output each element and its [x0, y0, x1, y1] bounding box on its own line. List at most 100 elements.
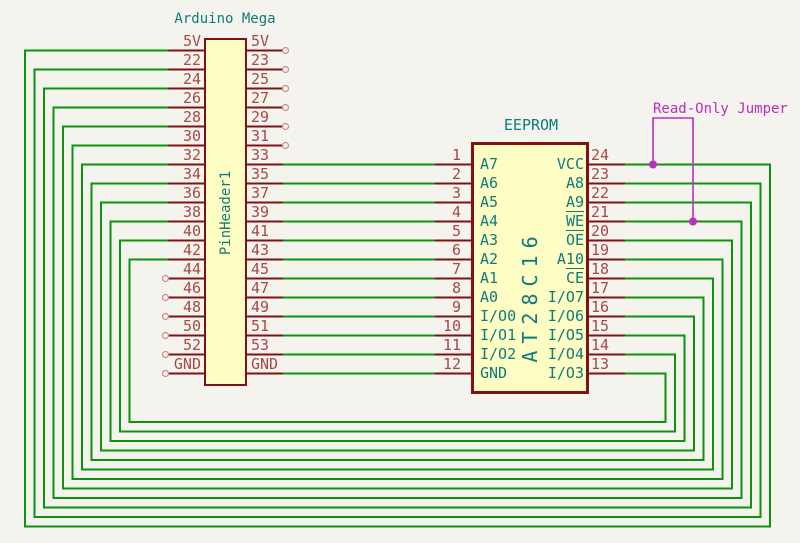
eeprom-pin-number: 15 [591, 316, 610, 335]
wrap-wire [100, 201, 695, 452]
eeprom-pin-number: 6 [451, 240, 461, 259]
arduino-pin-label: 26 [182, 88, 201, 107]
arduino-pin-label: 45 [251, 259, 270, 278]
eeprom-pin-name: I/O7 [547, 287, 584, 306]
arduino-pin-label: 49 [251, 297, 270, 316]
wrap-wire [90, 182, 705, 461]
jumper-wire [652, 117, 694, 222]
wrap-wire [81, 163, 714, 471]
junction-dot [649, 160, 657, 169]
no-connect-circle [281, 141, 290, 150]
arduino-pin-label: 44 [182, 259, 201, 278]
arduino-pin-label: 34 [182, 164, 201, 183]
eeprom-pin-name: CE [565, 268, 584, 287]
eeprom-pin-name: A5 [480, 192, 499, 211]
arduino-pin-label: 32 [182, 145, 201, 164]
eeprom-pin-name: A7 [480, 154, 499, 173]
arduino-pin-label: 40 [182, 221, 201, 240]
arduino-pin-label: 46 [182, 278, 201, 297]
eeprom-pin-number: 3 [451, 183, 461, 202]
eeprom-pin-number: 13 [591, 354, 610, 373]
no-connect-circle [281, 46, 290, 55]
eeprom-body [471, 142, 589, 394]
eeprom-pin-name: I/O0 [480, 306, 517, 325]
eeprom-pin-name: A3 [480, 230, 499, 249]
arduino-pin-label: 23 [251, 50, 270, 69]
arduino-pin-label: 5V [182, 31, 201, 50]
eeprom-pin-name: A10 [556, 249, 584, 268]
arduino-pin-label: 37 [251, 183, 270, 202]
arduino-pin-label: 50 [182, 316, 201, 335]
no-connect-circle [161, 274, 170, 283]
arduino-pin-label: 25 [251, 69, 270, 88]
arduino-pin-label: 30 [182, 126, 201, 145]
wrap-wire [62, 125, 733, 490]
no-connect-circle [161, 369, 170, 378]
arduino-pin-label: 33 [251, 145, 270, 164]
eeprom-pin-name: A2 [480, 249, 499, 268]
eeprom-pin-number: 19 [591, 240, 610, 259]
arduino-pin-label: GND [173, 354, 201, 373]
eeprom-pin-name: I/O4 [547, 344, 584, 363]
arduino-pin-label: 35 [251, 164, 270, 183]
arduino-pin-label: 48 [182, 297, 201, 316]
wrap-wire [119, 239, 676, 433]
no-connect-circle [161, 331, 170, 340]
eeprom-pin-number: 18 [591, 259, 610, 278]
eeprom-pin-name: WE [565, 211, 584, 230]
pinheader-body [204, 38, 247, 386]
eeprom-pin-name: I/O3 [547, 363, 584, 382]
no-connect-circle [161, 293, 170, 302]
arduino-pin-label: 43 [251, 240, 270, 259]
arduino-pin-label: 39 [251, 202, 270, 221]
eeprom-pin-number: 8 [451, 278, 461, 297]
eeprom-pin-number: 11 [442, 335, 461, 354]
no-connect-circle [161, 350, 170, 359]
arduino-pin-label: 42 [182, 240, 201, 259]
eeprom-pin-number: 12 [442, 354, 461, 373]
eeprom-pin-number: 14 [591, 335, 610, 354]
eeprom-pin-name: I/O2 [480, 344, 517, 363]
arduino-pin-label: 31 [251, 126, 270, 145]
eeprom-pin-number: 10 [442, 316, 461, 335]
arduino-pin-label: 51 [251, 316, 270, 335]
wrap-wire [33, 68, 762, 518]
eeprom-pin-name: A8 [565, 173, 584, 192]
no-connect-circle [281, 122, 290, 131]
arduino-pin-label: 5V [251, 31, 270, 50]
eeprom-pin-number: 9 [451, 297, 461, 316]
eeprom-pin-number: 17 [591, 278, 610, 297]
wrap-wire [109, 220, 686, 442]
no-connect-circle [281, 103, 290, 112]
wrap-wire [71, 144, 724, 480]
eeprom-pin-name: A9 [565, 192, 584, 211]
wrap-wire [24, 49, 771, 528]
eeprom-pin-name: I/O1 [480, 325, 517, 344]
eeprom-pin-name: I/O6 [547, 306, 584, 325]
eeprom-pin-number: 24 [591, 145, 610, 164]
eeprom-pin-name: VCC [556, 154, 584, 173]
eeprom-pin-name: A1 [480, 268, 499, 287]
arduino-pin-label: 53 [251, 335, 270, 354]
pinheader-reference: PinHeader1 [218, 170, 234, 256]
eeprom-pin-name: A4 [480, 211, 499, 230]
junction-dot [689, 217, 697, 226]
eeprom-pin-number: 5 [451, 221, 461, 240]
arduino-pin-label: 41 [251, 221, 270, 240]
eeprom-pin-name: GND [480, 363, 508, 382]
eeprom-pin-number: 23 [591, 164, 610, 183]
eeprom-title: EEPROM [503, 116, 559, 134]
eeprom-pin-number: 2 [451, 164, 461, 183]
wrap-wire [52, 106, 743, 499]
arduino-title: Arduino Mega [174, 11, 276, 27]
eeprom-pin-number: 20 [591, 221, 610, 240]
arduino-pin-label: 24 [182, 69, 201, 88]
eeprom-pin-name: OE [565, 230, 584, 249]
no-connect-circle [161, 312, 170, 321]
arduino-pin-label: GND [251, 354, 279, 373]
arduino-pin-label: 38 [182, 202, 201, 221]
no-connect-circle [281, 65, 290, 74]
eeprom-pin-number: 16 [591, 297, 610, 316]
